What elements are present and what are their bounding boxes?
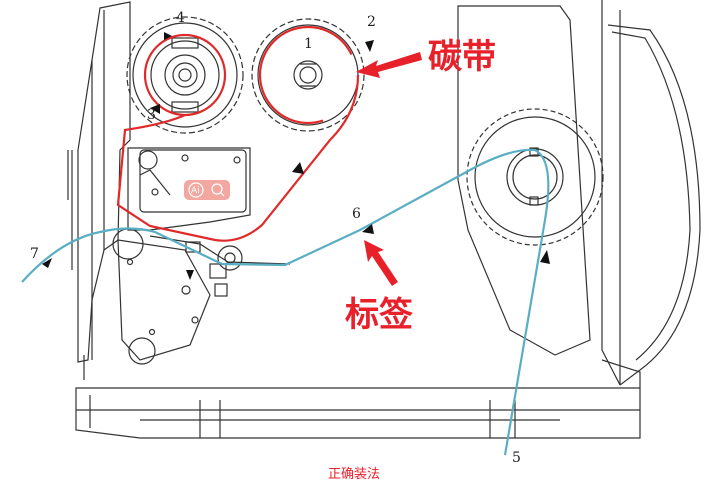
- ribbon-path: [116, 25, 360, 242]
- ribbon-supply-spindle: [126, 16, 244, 134]
- step-number-5: 5: [512, 450, 521, 466]
- arrow-label-up: [540, 250, 550, 264]
- arrow-label-out: [42, 258, 52, 268]
- step-number-2: 2: [367, 14, 376, 30]
- step-number-6: 6: [352, 206, 361, 222]
- step-number-1: 1: [304, 36, 313, 52]
- label-path: [21, 148, 550, 456]
- callout-arrows: [356, 52, 422, 286]
- step-number-7: 7: [30, 246, 39, 262]
- printer-body: [67, 0, 701, 439]
- label-callout-arrow: [364, 240, 398, 286]
- diagram-caption: 正确装法: [327, 467, 380, 482]
- arrow-ribbon-left: [150, 104, 160, 114]
- step-number-4: 4: [176, 10, 185, 26]
- path-direction-arrows: [42, 32, 550, 280]
- arrow-supply-rotate: [164, 32, 172, 40]
- ai-badge-text: Ai: [191, 186, 200, 196]
- arrow-takeup-rotate: [365, 40, 374, 52]
- label-roll-holder: [466, 108, 604, 246]
- arrow-head-down: [186, 270, 194, 280]
- arrow-label-left: [362, 224, 374, 234]
- ribbon-callout-arrow: [356, 52, 422, 78]
- step-number-3: 3: [147, 107, 156, 123]
- label-stock-label: 标签: [345, 295, 413, 335]
- arrow-ribbon-down: [292, 162, 304, 174]
- ribbon-label: 碳带: [428, 37, 496, 77]
- ai-badge: Ai: [184, 180, 230, 200]
